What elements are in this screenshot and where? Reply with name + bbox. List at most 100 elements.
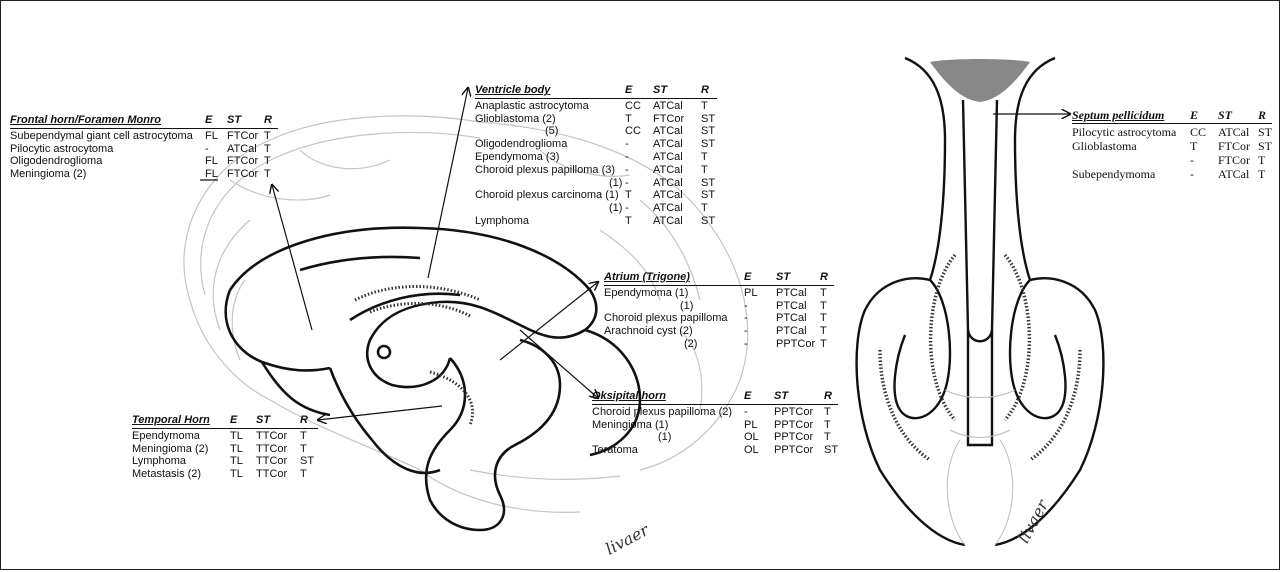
column-st-header: ST	[653, 84, 701, 97]
row-st: ATCal	[1218, 167, 1258, 181]
row-label: Glioblastoma	[1072, 139, 1190, 153]
row-st: PPTCor	[774, 406, 824, 419]
row-r: T	[701, 151, 708, 164]
table-row: (1)-ATCalST	[475, 177, 717, 190]
row-r: T	[820, 338, 827, 351]
row-r: ST	[701, 189, 715, 202]
row-r: T	[300, 468, 307, 481]
table-atrium: Atrium (Trigone) E ST R Ependymoma (1)PL…	[604, 271, 834, 351]
table-title: Frontal horn/Foramen Monro	[10, 114, 205, 127]
row-e: -	[625, 202, 653, 215]
row-label: Lymphoma	[475, 215, 625, 228]
column-e-header: E	[205, 114, 227, 127]
table-row: Choroid plexus papilloma (2)-PPTCorT	[592, 406, 838, 419]
row-st: ATCal	[653, 138, 701, 151]
row-label: Metastasis (2)	[132, 468, 230, 481]
row-label: Ependymoma (3)	[475, 151, 625, 164]
row-st: ATCal	[653, 177, 701, 190]
row-st: FTCor	[227, 168, 264, 181]
row-r: T	[820, 325, 827, 338]
column-st-header: ST	[774, 390, 824, 403]
table-row: Glioblastoma (2)TFTCorST	[475, 113, 717, 126]
row-st: ATCal	[653, 125, 701, 138]
row-e: T	[625, 189, 653, 202]
column-st-header: ST	[1218, 108, 1258, 122]
column-st-header: ST	[227, 114, 264, 127]
row-e: TL	[230, 455, 256, 468]
table-header: Temporal Horn E ST R	[132, 414, 318, 429]
column-r-header: R	[701, 84, 717, 97]
row-e: FL	[205, 130, 227, 143]
row-e: T	[625, 113, 653, 126]
row-e: T	[1190, 139, 1218, 153]
column-st-header: ST	[776, 271, 820, 284]
table-row: EpendymomaTLTTCorT	[132, 430, 318, 443]
row-e: CC	[1190, 125, 1218, 139]
row-e: -	[744, 338, 776, 351]
row-label	[1072, 153, 1190, 167]
row-e: PL	[744, 287, 776, 300]
row-r: ST	[701, 215, 715, 228]
table-row: TeratomaOLPPTCorST	[592, 444, 838, 457]
row-label: Ependymoma	[132, 430, 230, 443]
row-st: ATCal	[653, 100, 701, 113]
row-r: ST	[824, 444, 838, 457]
row-e: -	[1190, 167, 1218, 181]
row-st: ATCal	[653, 151, 701, 164]
column-e-header: E	[1190, 108, 1218, 122]
column-r-header: R	[820, 271, 834, 284]
row-r: ST	[701, 138, 715, 151]
row-label: Subependymoma	[1072, 167, 1190, 181]
row-st: TTCor	[256, 443, 300, 456]
row-st: TTCor	[256, 468, 300, 481]
row-r: T	[264, 130, 271, 143]
row-label: (2)	[604, 338, 744, 351]
row-label: Subependymal giant cell astrocytoma	[10, 130, 205, 143]
row-e: OL	[744, 431, 774, 444]
row-r: T	[701, 202, 708, 215]
row-r: T	[1258, 153, 1265, 167]
table-title: Septum pellicidum	[1072, 108, 1190, 122]
row-r: T	[264, 155, 271, 168]
row-e: CC	[625, 100, 653, 113]
lateral-ventricle-outline	[226, 228, 640, 530]
row-r: T	[300, 443, 307, 456]
table-title: Oksipital horn	[592, 390, 744, 403]
row-st: ATCal	[653, 215, 701, 228]
row-e: -	[744, 406, 774, 419]
row-r: T	[824, 431, 831, 444]
column-st-header: ST	[256, 414, 300, 427]
column-r-header: R	[1258, 108, 1272, 122]
row-label: Pilocytic astrocytoma	[10, 143, 205, 156]
row-st: FTCor	[1218, 153, 1258, 167]
table-row: Ependymoma (1)PLPTCalT	[604, 287, 834, 300]
row-label: Glioblastoma (2)	[475, 113, 625, 126]
row-label: Lymphoma	[132, 455, 230, 468]
row-r: T	[264, 168, 271, 181]
row-r: T	[300, 430, 307, 443]
coronal-stipple	[880, 255, 1080, 460]
row-e: -	[625, 164, 653, 177]
row-label: Meningioma (2)	[10, 168, 205, 181]
column-r-header: R	[824, 390, 838, 403]
coronal-ventricle-sketch	[857, 58, 1104, 545]
row-st: PTCal	[776, 312, 820, 325]
row-st: FTCor	[227, 155, 264, 168]
row-st: ATCal	[227, 143, 264, 156]
row-e: -	[1190, 153, 1218, 167]
row-label: Anaplastic astrocytoma	[475, 100, 625, 113]
column-e-header: E	[744, 271, 776, 284]
table-title: Ventricle body	[475, 84, 625, 97]
row-label: Ependymoma (1)	[604, 287, 744, 300]
column-e-header: E	[744, 390, 774, 403]
table-frontal-horn: Frontal horn/Foramen Monro E ST R Subepe…	[10, 114, 278, 181]
row-st: PTCal	[776, 287, 820, 300]
table-septum-pellicidum: Septum pellicidum E ST R Pilocytic astro…	[1072, 108, 1272, 181]
